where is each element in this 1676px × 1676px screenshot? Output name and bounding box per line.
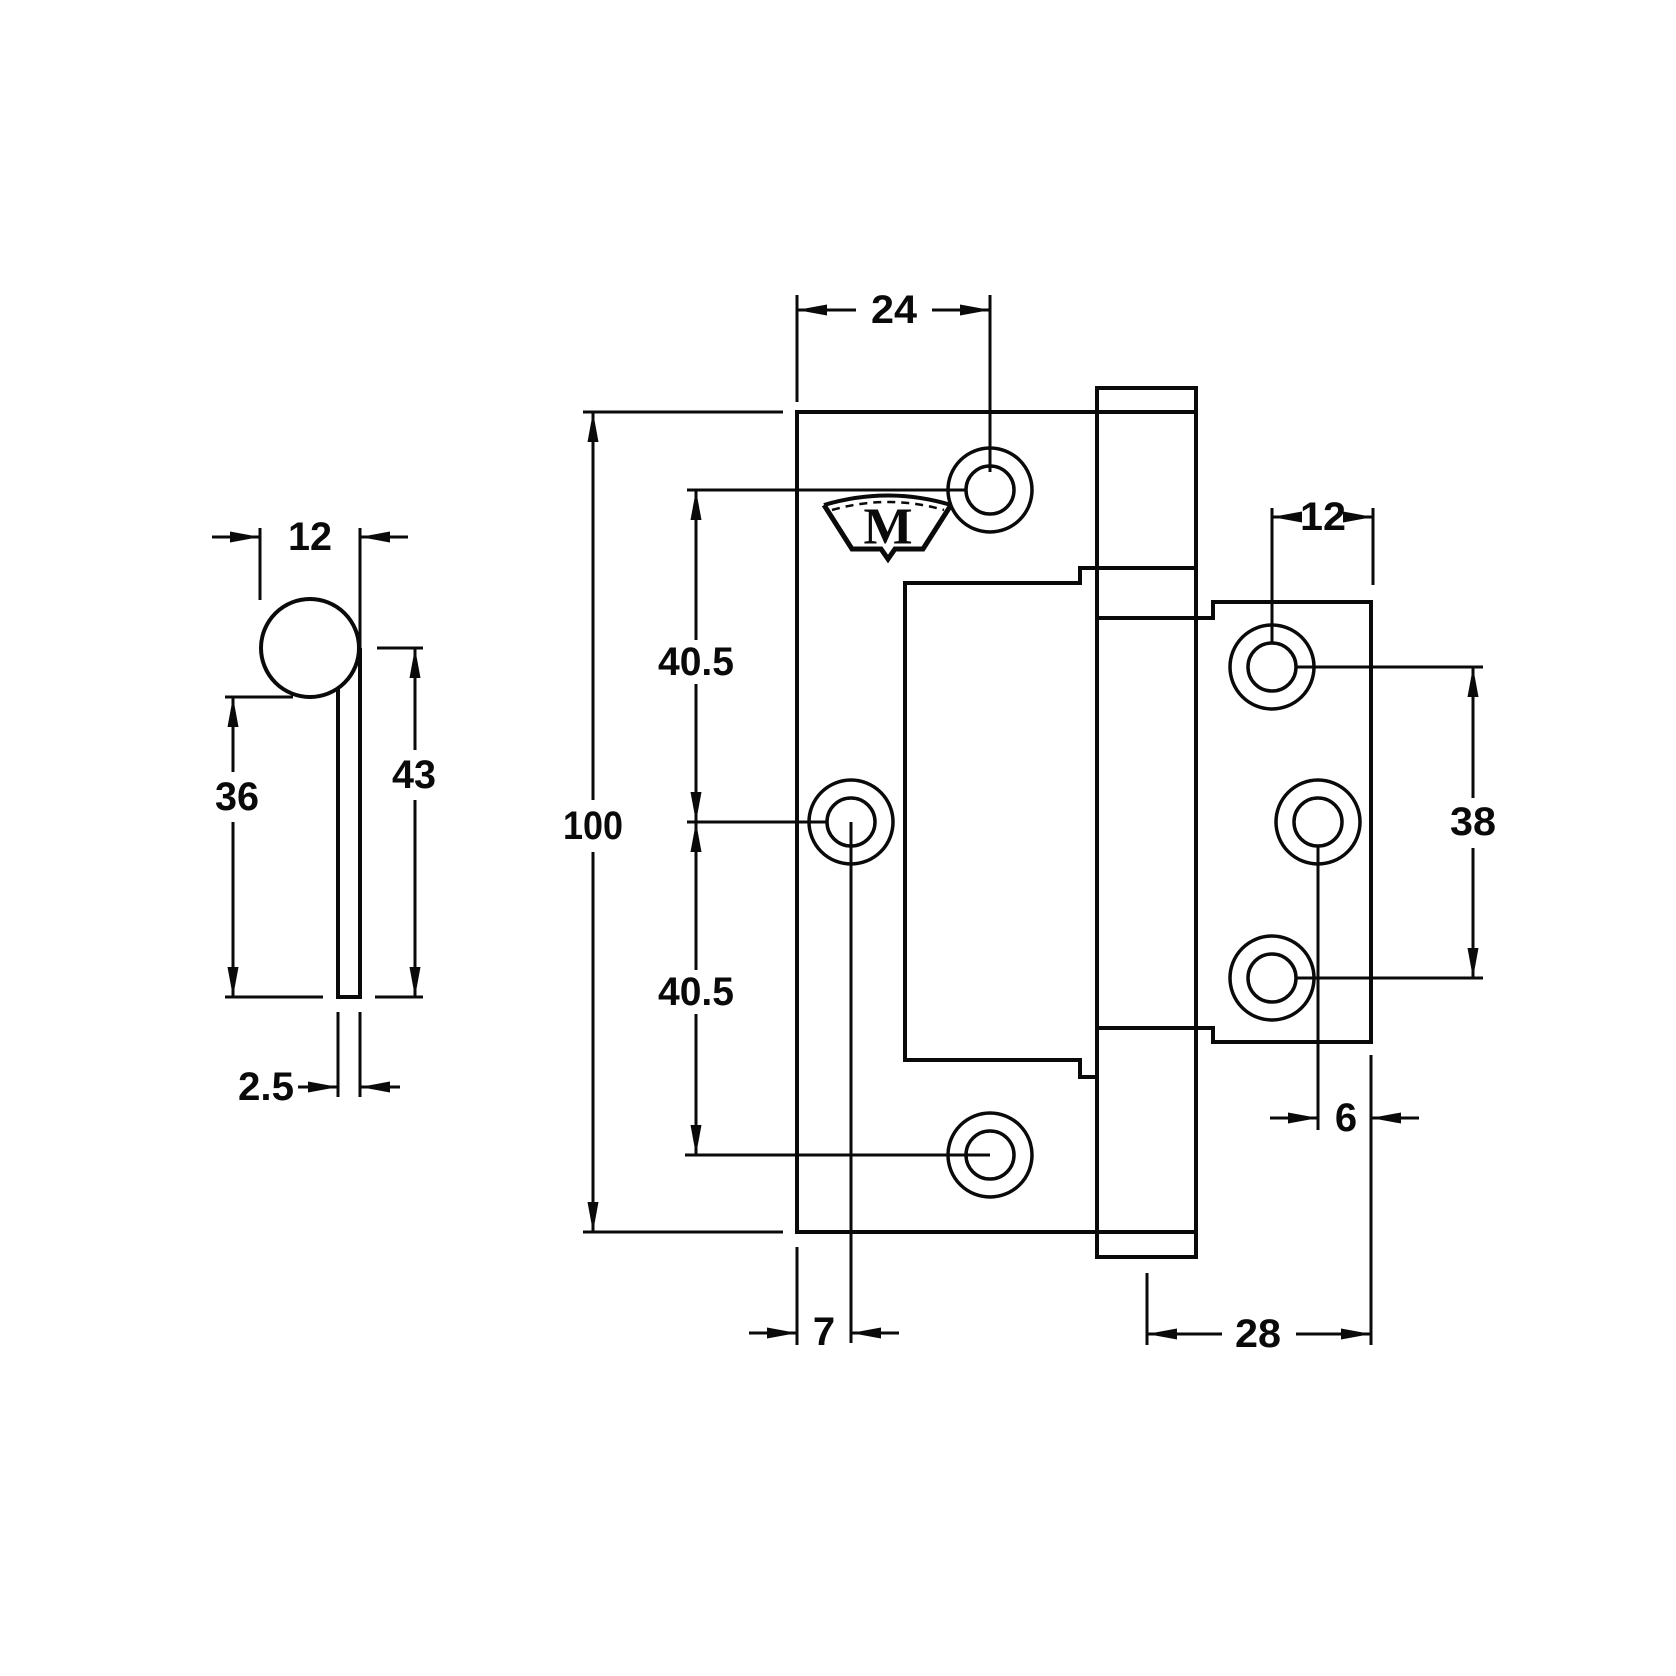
dim-label-leaf-thickness: 2.5 [238,1065,294,1109]
front-extension-lines [583,295,1375,1345]
side-knuckle-circle [259,597,361,699]
logo-top-arc [823,493,952,507]
hole-left-top-inner [964,464,1016,516]
dim-label-knuckle-diameter: 12 [288,515,332,559]
right-leaf-holes [1228,623,1362,1022]
right-leaf-outline [1196,600,1373,1044]
barrel-outline [1095,386,1198,1259]
dim-label-upper-hole-spacing: 40.5 [658,640,734,684]
side-extension-lines [225,528,423,1097]
front-view: M 24 100 40.5 40.5 12 38 6 7 28 [563,288,1496,1356]
hole-right-middle-inner [1292,796,1344,848]
dim-label-lower-hole-spacing: 40.5 [658,970,734,1014]
maker-logo: M [821,493,954,564]
dim-label-leaf-below-knuckle: 36 [215,775,259,819]
logo-shield-outline [821,503,954,564]
hole-right-top-inner [1246,641,1298,693]
side-view: 12 36 43 2.5 [212,515,436,1109]
dim-label-right-hole-to-edge: 12 [1300,495,1346,539]
dim-label-left-mid-hole-offset: 7 [813,1310,835,1354]
logo-letter: M [863,499,912,556]
side-leaf-outline [336,648,362,999]
dim-label-right-hole-spacing: 38 [1450,800,1496,844]
dim-label-top-hole-offset: 24 [871,288,918,332]
barrel-knuckle-joints [1097,410,1196,1234]
left-leaf-holes [807,446,1034,1199]
logo-top-arc-hatch [831,500,945,512]
dim-label-leaf-from-pin: 43 [392,753,436,797]
dim-label-right-mid-hole-to-edge: 6 [1335,1096,1357,1140]
left-leaf-cutout [903,566,1097,1079]
hole-right-bottom-inner [1246,952,1298,1004]
hole-centerlines [685,295,1483,1343]
dim-label-right-leaf-width: 28 [1235,1312,1281,1356]
dim-label-overall-height: 100 [563,804,623,848]
